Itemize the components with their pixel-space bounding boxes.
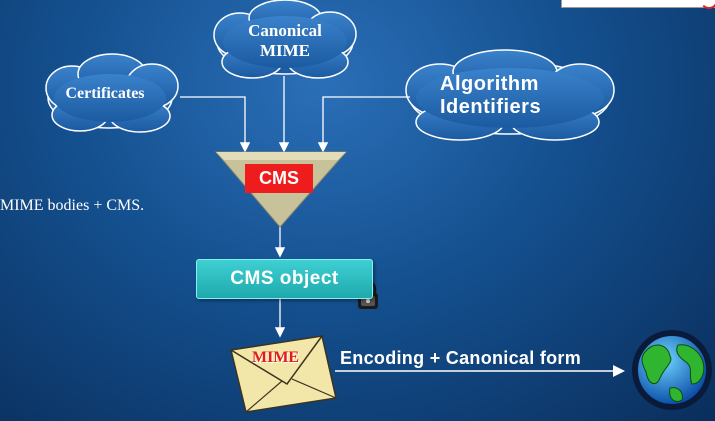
mime-bodies-text: MIME bodies + CMS. [0, 197, 145, 214]
canonical-mime-line1: Canonical [248, 21, 322, 40]
canonical-mime-label: Canonical MIME [230, 21, 340, 60]
envelope-mime-label: MIME [252, 349, 300, 366]
globe-icon [632, 330, 712, 410]
certificates-connector [180, 96, 251, 153]
envelope-icon [230, 335, 337, 413]
algorithm-identifiers-line1: Algorithm [440, 73, 539, 95]
algorithm-identifiers-label: Algorithm Identifiers [440, 73, 580, 119]
certificates-label: Certificates [65, 85, 145, 102]
top-right-frame [561, 0, 715, 9]
encoding-canonical-label: Encoding + Canonical form [340, 348, 582, 368]
cms-funnel-label: CMS [245, 164, 313, 193]
canonical-mime-line2: MIME [259, 40, 311, 60]
canonical-mime-cloud [213, 0, 357, 79]
algorithm-identifiers-line2: Identifiers [440, 96, 542, 118]
algorithm-identifiers-cloud [405, 49, 615, 141]
algorithm-connector [317, 96, 410, 153]
cms-object-box: CMS object [196, 259, 373, 299]
logo-mark-icon [700, 0, 715, 9]
certificates-cloud [45, 53, 179, 133]
